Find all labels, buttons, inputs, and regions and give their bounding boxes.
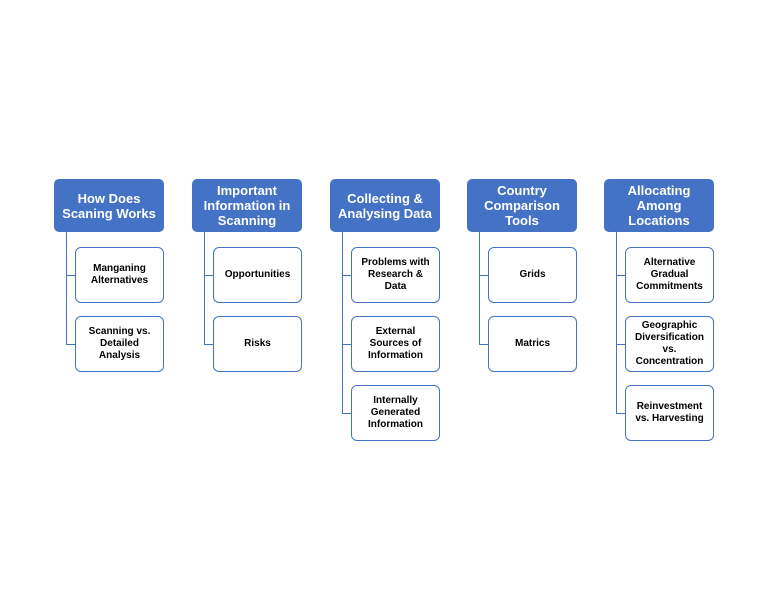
connector-horizontal: [479, 275, 488, 276]
connector-horizontal: [342, 344, 351, 345]
connector-horizontal: [204, 275, 213, 276]
child-node: Grids: [488, 247, 577, 303]
connector-horizontal: [204, 344, 213, 345]
connector-horizontal: [479, 344, 488, 345]
child-node: Alternative Gradual Commitments: [625, 247, 714, 303]
connector-vertical: [479, 232, 480, 344]
child-node: Problems with Research & Data: [351, 247, 440, 303]
child-node: Internally Generated Information: [351, 385, 440, 441]
connector-horizontal: [66, 344, 75, 345]
connector-horizontal: [616, 344, 625, 345]
child-node: Geographic Diversification vs. Concentra…: [625, 316, 714, 372]
connector-vertical: [66, 232, 67, 344]
child-node: Matrics: [488, 316, 577, 372]
child-node: Opportunities: [213, 247, 302, 303]
connector-horizontal: [342, 413, 351, 414]
connector-horizontal: [342, 275, 351, 276]
connector-horizontal: [616, 413, 625, 414]
child-node: Risks: [213, 316, 302, 372]
connector-horizontal: [66, 275, 75, 276]
connector-horizontal: [616, 275, 625, 276]
column-header-2: Important Information in Scanning: [192, 179, 302, 232]
column-header-5: Allocating Among Locations: [604, 179, 714, 232]
child-node: Manganing Alternatives: [75, 247, 164, 303]
connector-vertical: [204, 232, 205, 344]
child-node: Scanning vs. Detailed Analysis: [75, 316, 164, 372]
child-node: External Sources of Information: [351, 316, 440, 372]
child-node: Reinvestment vs. Harvesting: [625, 385, 714, 441]
column-header-1: How Does Scaning Works: [54, 179, 164, 232]
connector-vertical: [616, 232, 617, 413]
column-header-4: Country Comparison Tools: [467, 179, 577, 232]
connector-vertical: [342, 232, 343, 413]
column-header-3: Collecting & Analysing Data: [330, 179, 440, 232]
